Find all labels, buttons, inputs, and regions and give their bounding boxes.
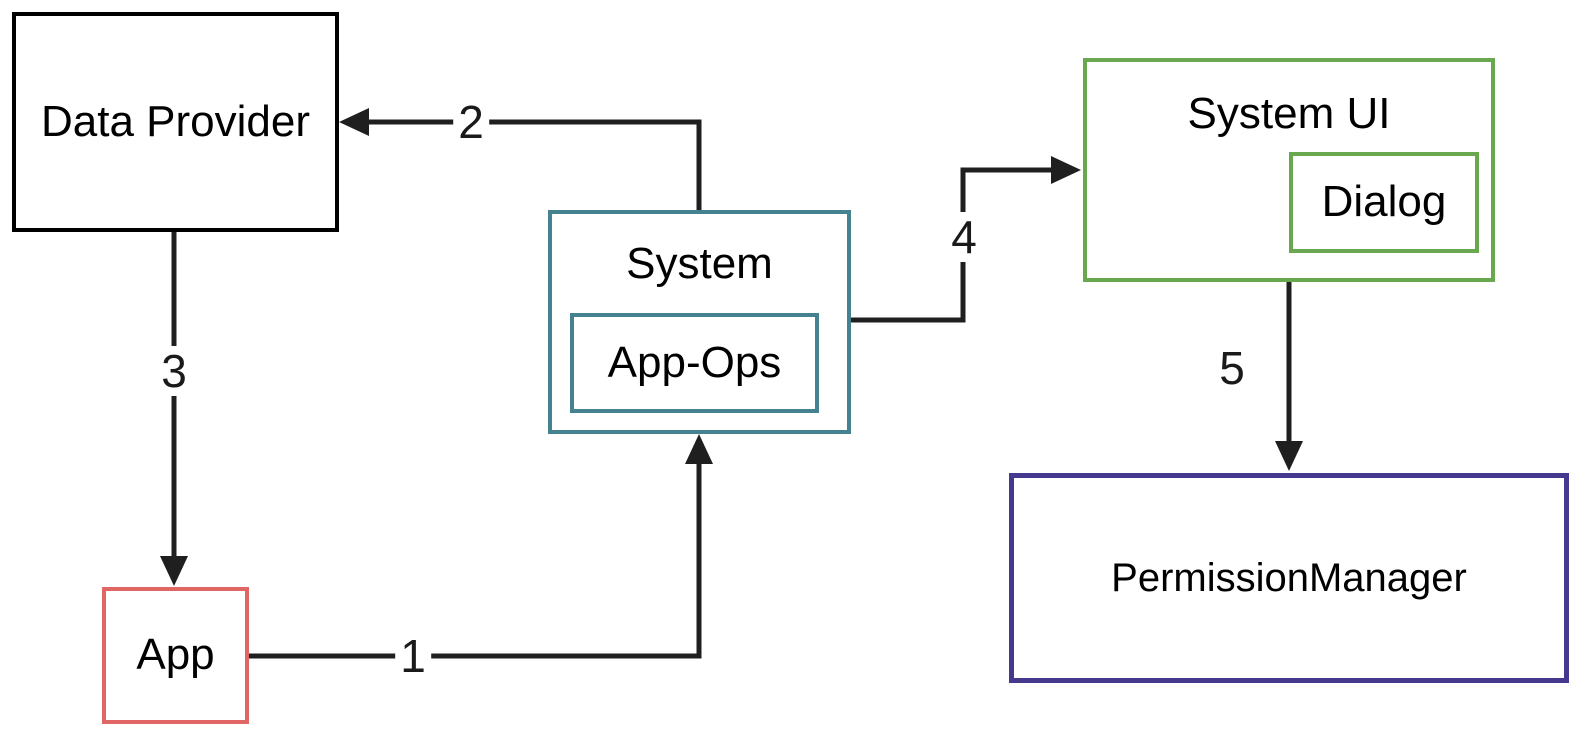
node-dialog: Dialog <box>1289 152 1479 253</box>
arrow-1-head <box>685 434 713 464</box>
edge-label-4: 4 <box>946 212 982 262</box>
edge-label-3: 3 <box>156 346 192 396</box>
arrow-2-line <box>366 119 702 210</box>
node-app-ops-label: App-Ops <box>607 337 782 387</box>
edge-label-1: 1 <box>395 631 431 681</box>
edge-label-5: 5 <box>1214 343 1250 393</box>
node-app-ops: App-Ops <box>570 313 819 413</box>
node-app-label: App <box>136 630 215 680</box>
arrow-1-line <box>249 462 702 659</box>
arrow-2-head <box>339 108 369 136</box>
edge-label-2: 2 <box>453 97 489 147</box>
node-app: App <box>102 587 249 724</box>
node-permission-manager: PermissionManager <box>1009 473 1569 683</box>
arrow-4-head <box>1051 156 1081 184</box>
node-system-label: System <box>626 239 773 288</box>
node-dialog-label: Dialog <box>1321 177 1447 227</box>
node-data-provider-label: Data Provider <box>40 96 310 146</box>
node-system-ui-label: System UI <box>1187 89 1391 138</box>
arrow-3-head <box>160 556 188 586</box>
node-data-provider: Data Provider <box>12 12 339 232</box>
arrow-5-head <box>1275 441 1303 471</box>
node-permission-manager-label: PermissionManager <box>1111 556 1467 600</box>
